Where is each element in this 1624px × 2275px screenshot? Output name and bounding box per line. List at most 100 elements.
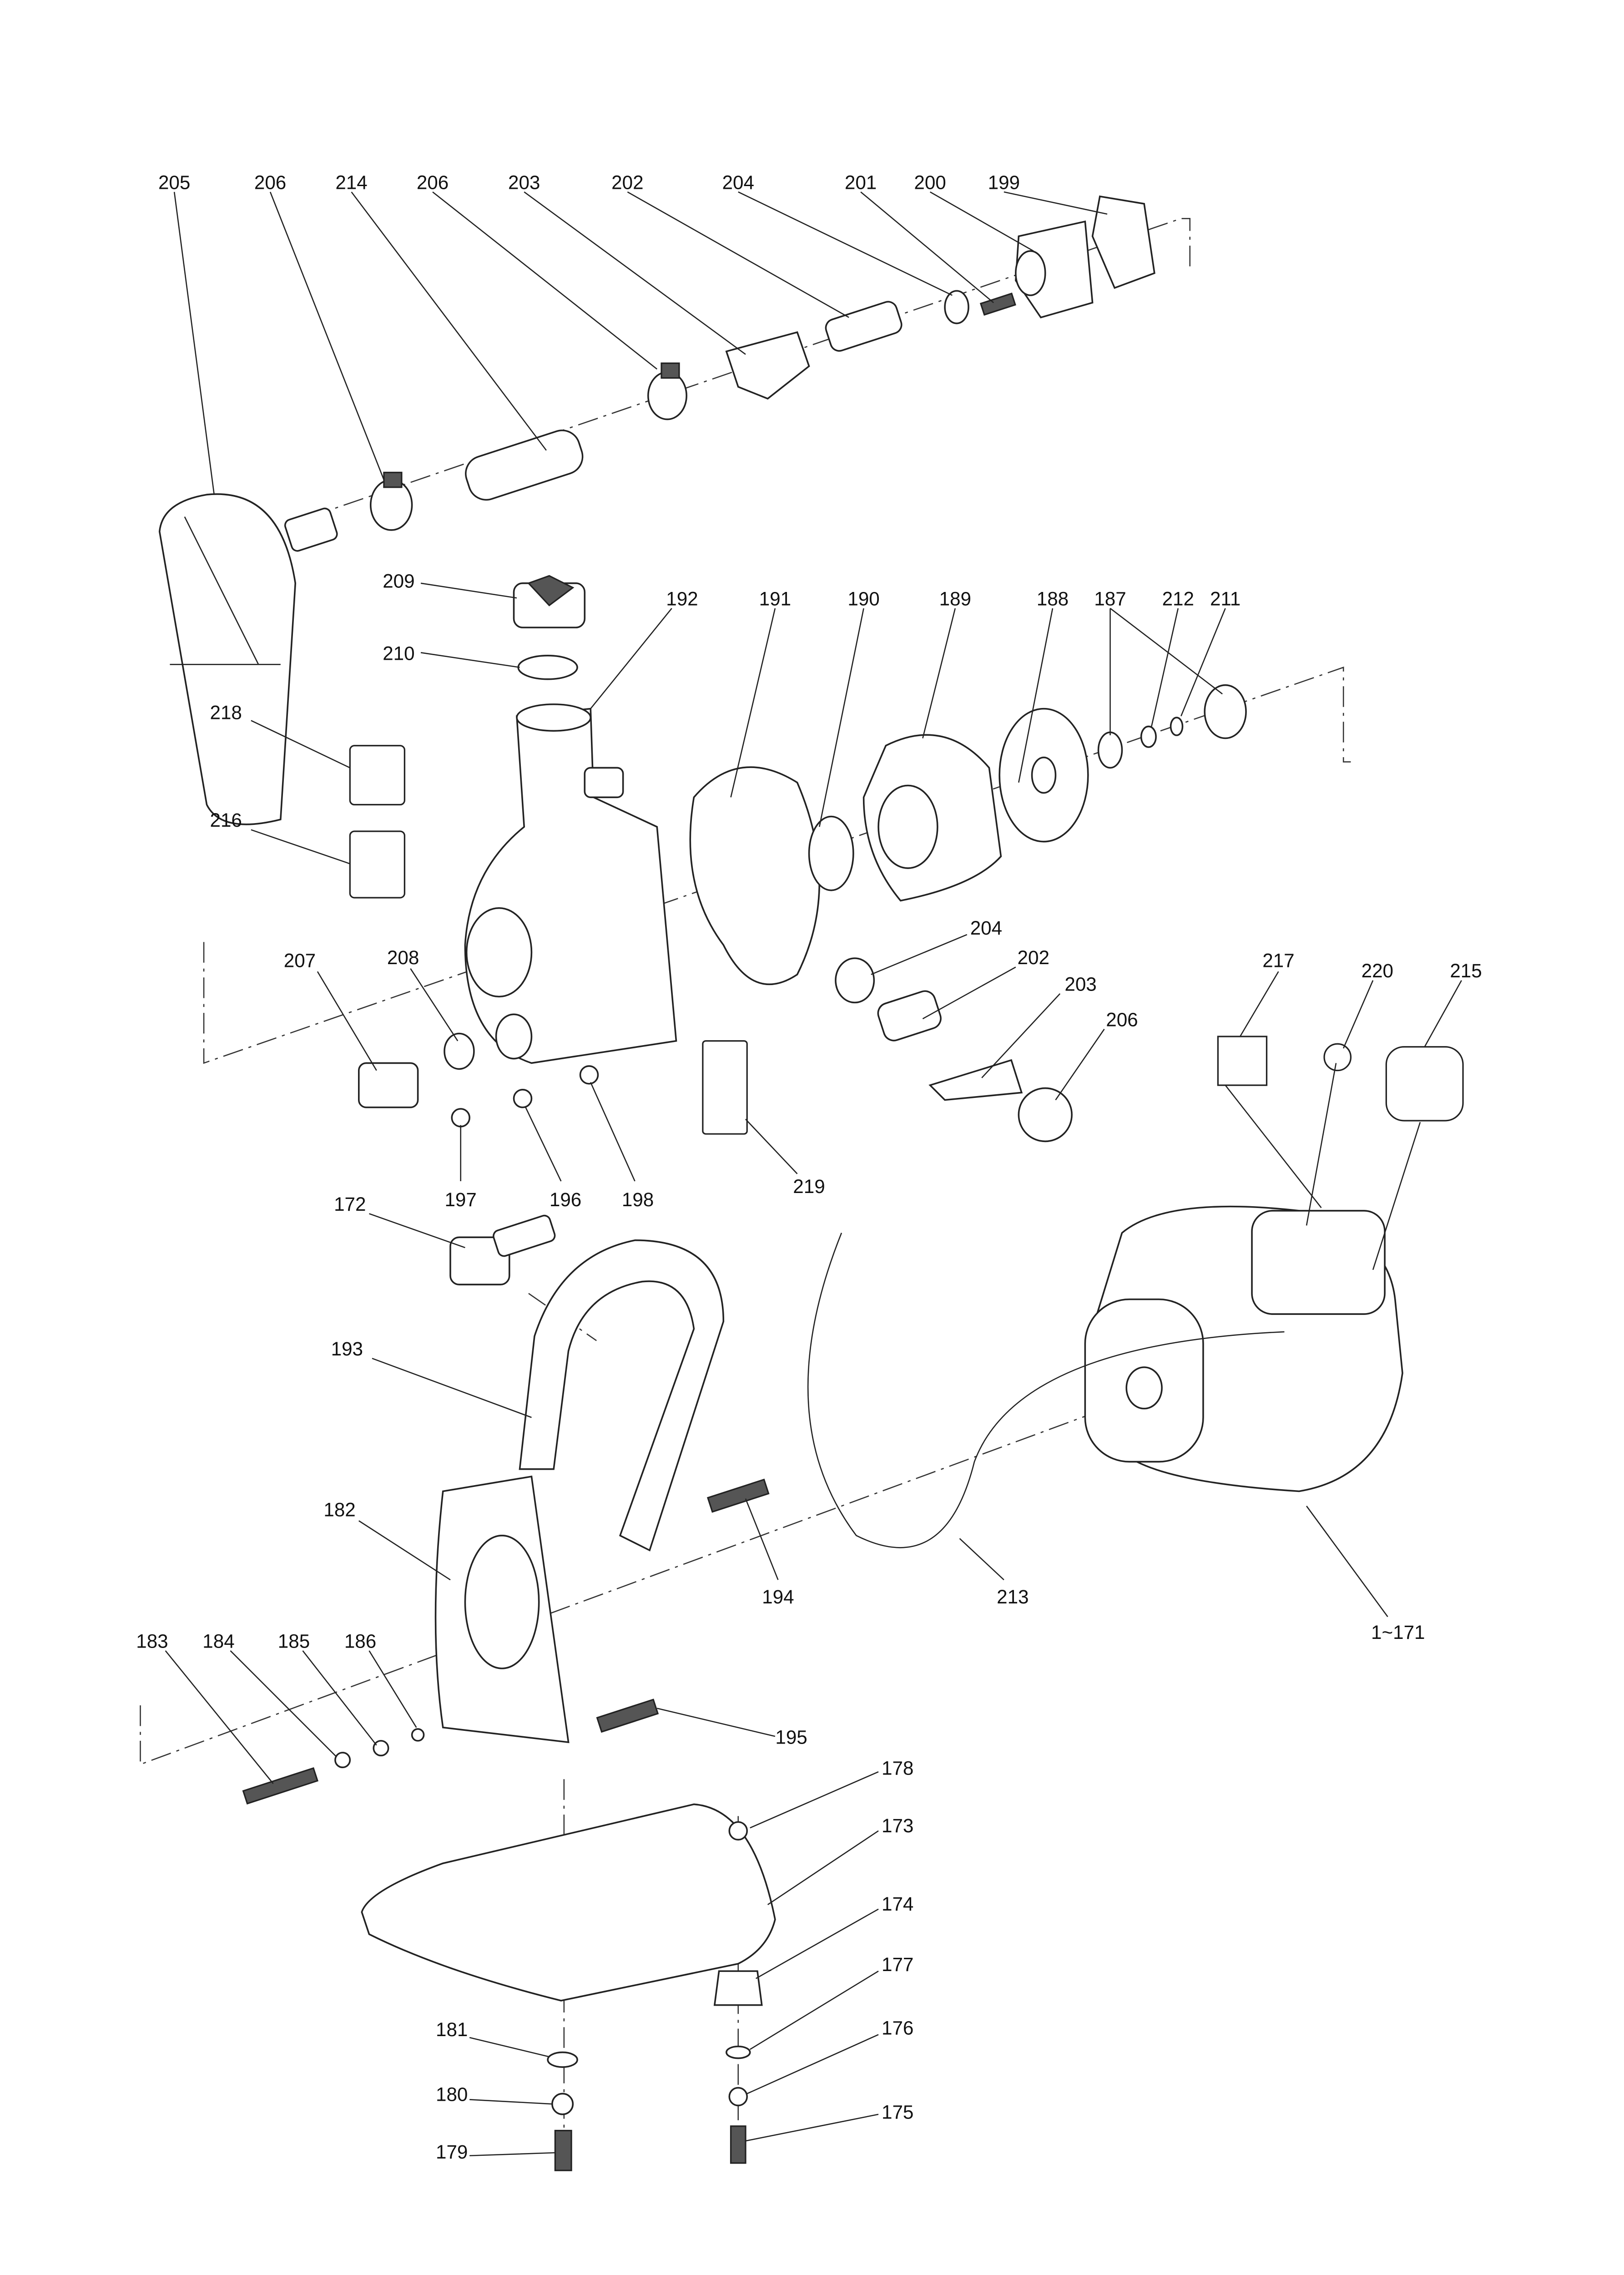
label-211: 211 <box>1210 588 1241 609</box>
gasket-199 <box>1091 195 1155 289</box>
washer-187 <box>1097 731 1123 769</box>
nut-178 <box>728 1821 748 1841</box>
label-195: 195 <box>775 1726 807 1748</box>
bolt-194 <box>706 1478 770 1513</box>
lever-172 <box>449 1214 556 1285</box>
label-201: 201 <box>845 172 877 193</box>
bolt-183 <box>242 1767 318 1805</box>
label-208: 208 <box>387 947 419 968</box>
label-206: 206 <box>1106 1009 1138 1030</box>
label-177: 177 <box>882 1954 913 1975</box>
nut-203 <box>725 331 810 400</box>
label-214: 214 <box>335 172 367 193</box>
cap-209 <box>513 575 586 628</box>
gasket-191 <box>689 766 821 986</box>
hose-214 <box>465 430 584 501</box>
oring-212 <box>1140 725 1157 748</box>
washer-198 <box>579 1065 599 1085</box>
label-179: 179 <box>436 2141 468 2163</box>
label-206: 206 <box>254 172 286 193</box>
pump-casing-192 <box>464 703 677 1064</box>
oring-211 <box>1170 717 1184 736</box>
label-209: 209 <box>383 571 414 592</box>
label-193: 193 <box>331 1338 363 1360</box>
label-198: 198 <box>622 1189 654 1210</box>
label-219: 219 <box>793 1176 825 1197</box>
label-203: 203 <box>508 172 540 193</box>
rubber-foot-174 <box>713 1970 763 2006</box>
label-215: 215 <box>1450 960 1482 981</box>
bolt-201 <box>979 293 1016 316</box>
label-173: 173 <box>882 1815 913 1836</box>
label-202: 202 <box>1018 947 1049 968</box>
label-180: 180 <box>436 2084 468 2105</box>
label-205: 205 <box>158 172 190 193</box>
label-212: 212 <box>1162 588 1194 609</box>
part-labels: 205 206 214 206 203 202 204 201 200 199 … <box>136 172 1482 2163</box>
label-187: 187 <box>1094 588 1126 609</box>
washer-186 <box>411 1728 425 1742</box>
cable-213 <box>807 1233 1285 1548</box>
label-219 <box>702 1040 748 1135</box>
label-182: 182 <box>323 1499 355 1521</box>
label-206: 206 <box>417 172 449 193</box>
bolt-175 <box>730 2125 746 2164</box>
bolt-179 <box>554 2129 572 2171</box>
bolt-195 <box>596 1699 659 1733</box>
label-200: 200 <box>914 172 946 193</box>
label-204: 204 <box>970 917 1002 939</box>
label-213: 213 <box>997 1586 1029 1608</box>
washer-185 <box>373 1740 389 1757</box>
impeller-188 <box>999 708 1089 843</box>
label-217: 217 <box>1262 950 1294 971</box>
label-199: 199 <box>988 172 1020 193</box>
label-202: 202 <box>611 172 643 193</box>
label-181: 181 <box>436 2019 468 2040</box>
hose-nipple-202 <box>825 301 903 352</box>
label-176: 176 <box>882 2017 913 2039</box>
label-194: 194 <box>762 1586 794 1608</box>
oring-208 <box>444 1032 475 1070</box>
label-196: 196 <box>550 1189 581 1210</box>
label-216 <box>349 830 405 899</box>
strainer-205 <box>158 493 338 825</box>
base-plate-173 <box>361 1803 776 2002</box>
leader-lines <box>165 191 1462 2157</box>
washer-184 <box>334 1752 351 1769</box>
handle-193 <box>519 1239 725 1552</box>
label-217 <box>1217 1036 1268 1086</box>
label-203: 203 <box>1064 973 1096 995</box>
label-220: 220 <box>1362 960 1393 981</box>
label-189: 189 <box>939 588 971 609</box>
label-190: 190 <box>847 588 879 609</box>
nut-197 <box>451 1108 470 1127</box>
seal-211 <box>1204 684 1247 739</box>
volute-189 <box>862 734 1002 902</box>
engine-1-171 <box>1084 1205 1403 1492</box>
label-1-171: 1~171 <box>1371 1622 1425 1643</box>
label-204: 204 <box>722 172 754 193</box>
hose-clamp-206 <box>369 471 413 531</box>
flange-200 <box>1014 220 1094 318</box>
washer-196 <box>513 1089 533 1108</box>
label-184: 184 <box>202 1630 234 1652</box>
washer-177 <box>726 2045 751 2059</box>
label-210: 210 <box>383 643 414 664</box>
label-185: 185 <box>278 1630 310 1652</box>
label-186: 186 <box>344 1630 376 1652</box>
label-220 <box>1323 1043 1352 1072</box>
label-174: 174 <box>882 1893 913 1915</box>
nut-176 <box>728 2087 748 2107</box>
washer-181 <box>547 2051 578 2068</box>
label-178: 178 <box>882 1758 913 1779</box>
label-188: 188 <box>1037 588 1069 609</box>
plug-207 <box>358 1062 419 1108</box>
hose-clamp-206b <box>647 362 687 420</box>
label-218: 218 <box>210 702 242 723</box>
label-218 <box>349 745 405 806</box>
label-183: 183 <box>136 1630 168 1652</box>
nut-203b <box>928 1059 1023 1101</box>
label-175: 175 <box>882 2102 913 2123</box>
bracket-182 <box>434 1475 570 1744</box>
oring-204 <box>944 290 969 324</box>
